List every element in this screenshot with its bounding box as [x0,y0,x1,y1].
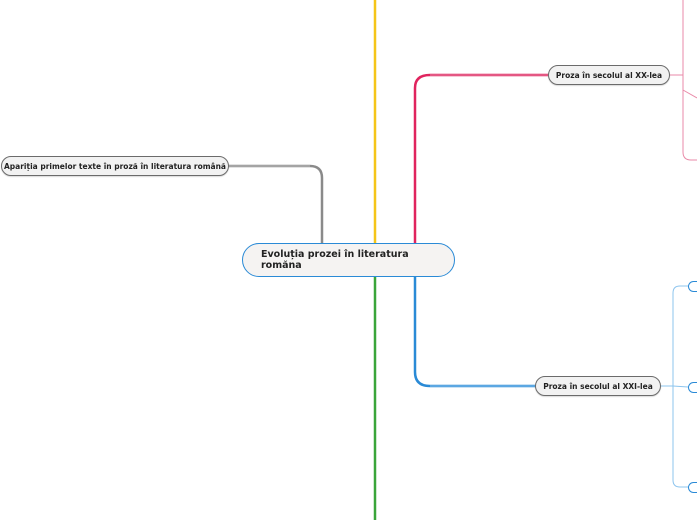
pink-branch-line [413,73,548,243]
topic-label: Proza în secolul al XXI-lea [543,381,653,391]
topic-label: Apariția primelor texte în proză în lite… [4,161,226,171]
blue-sub-connector [661,285,688,387]
subtopic-stub[interactable] [688,482,697,493]
central-topic[interactable]: Evoluția prozei în literatura romăna [242,243,455,277]
gray-branch-line [229,164,324,243]
topic-label: Proza în secolul al XX-lea [555,70,663,80]
topic-secolul-xxi[interactable]: Proza în secolul al XXI-lea [535,376,661,396]
subtopic-stub[interactable] [688,281,697,292]
subtopic-stub[interactable] [688,382,697,393]
pink-sub-connector [670,0,684,76]
blue-branch-line [413,277,536,388]
topic-aparitia[interactable]: Apariția primelor texte în proză în lite… [1,156,229,176]
topic-secolul-xx[interactable]: Proza în secolul al XX-lea [548,65,670,85]
central-topic-label: Evoluția prozei în literatura romăna [261,249,409,271]
